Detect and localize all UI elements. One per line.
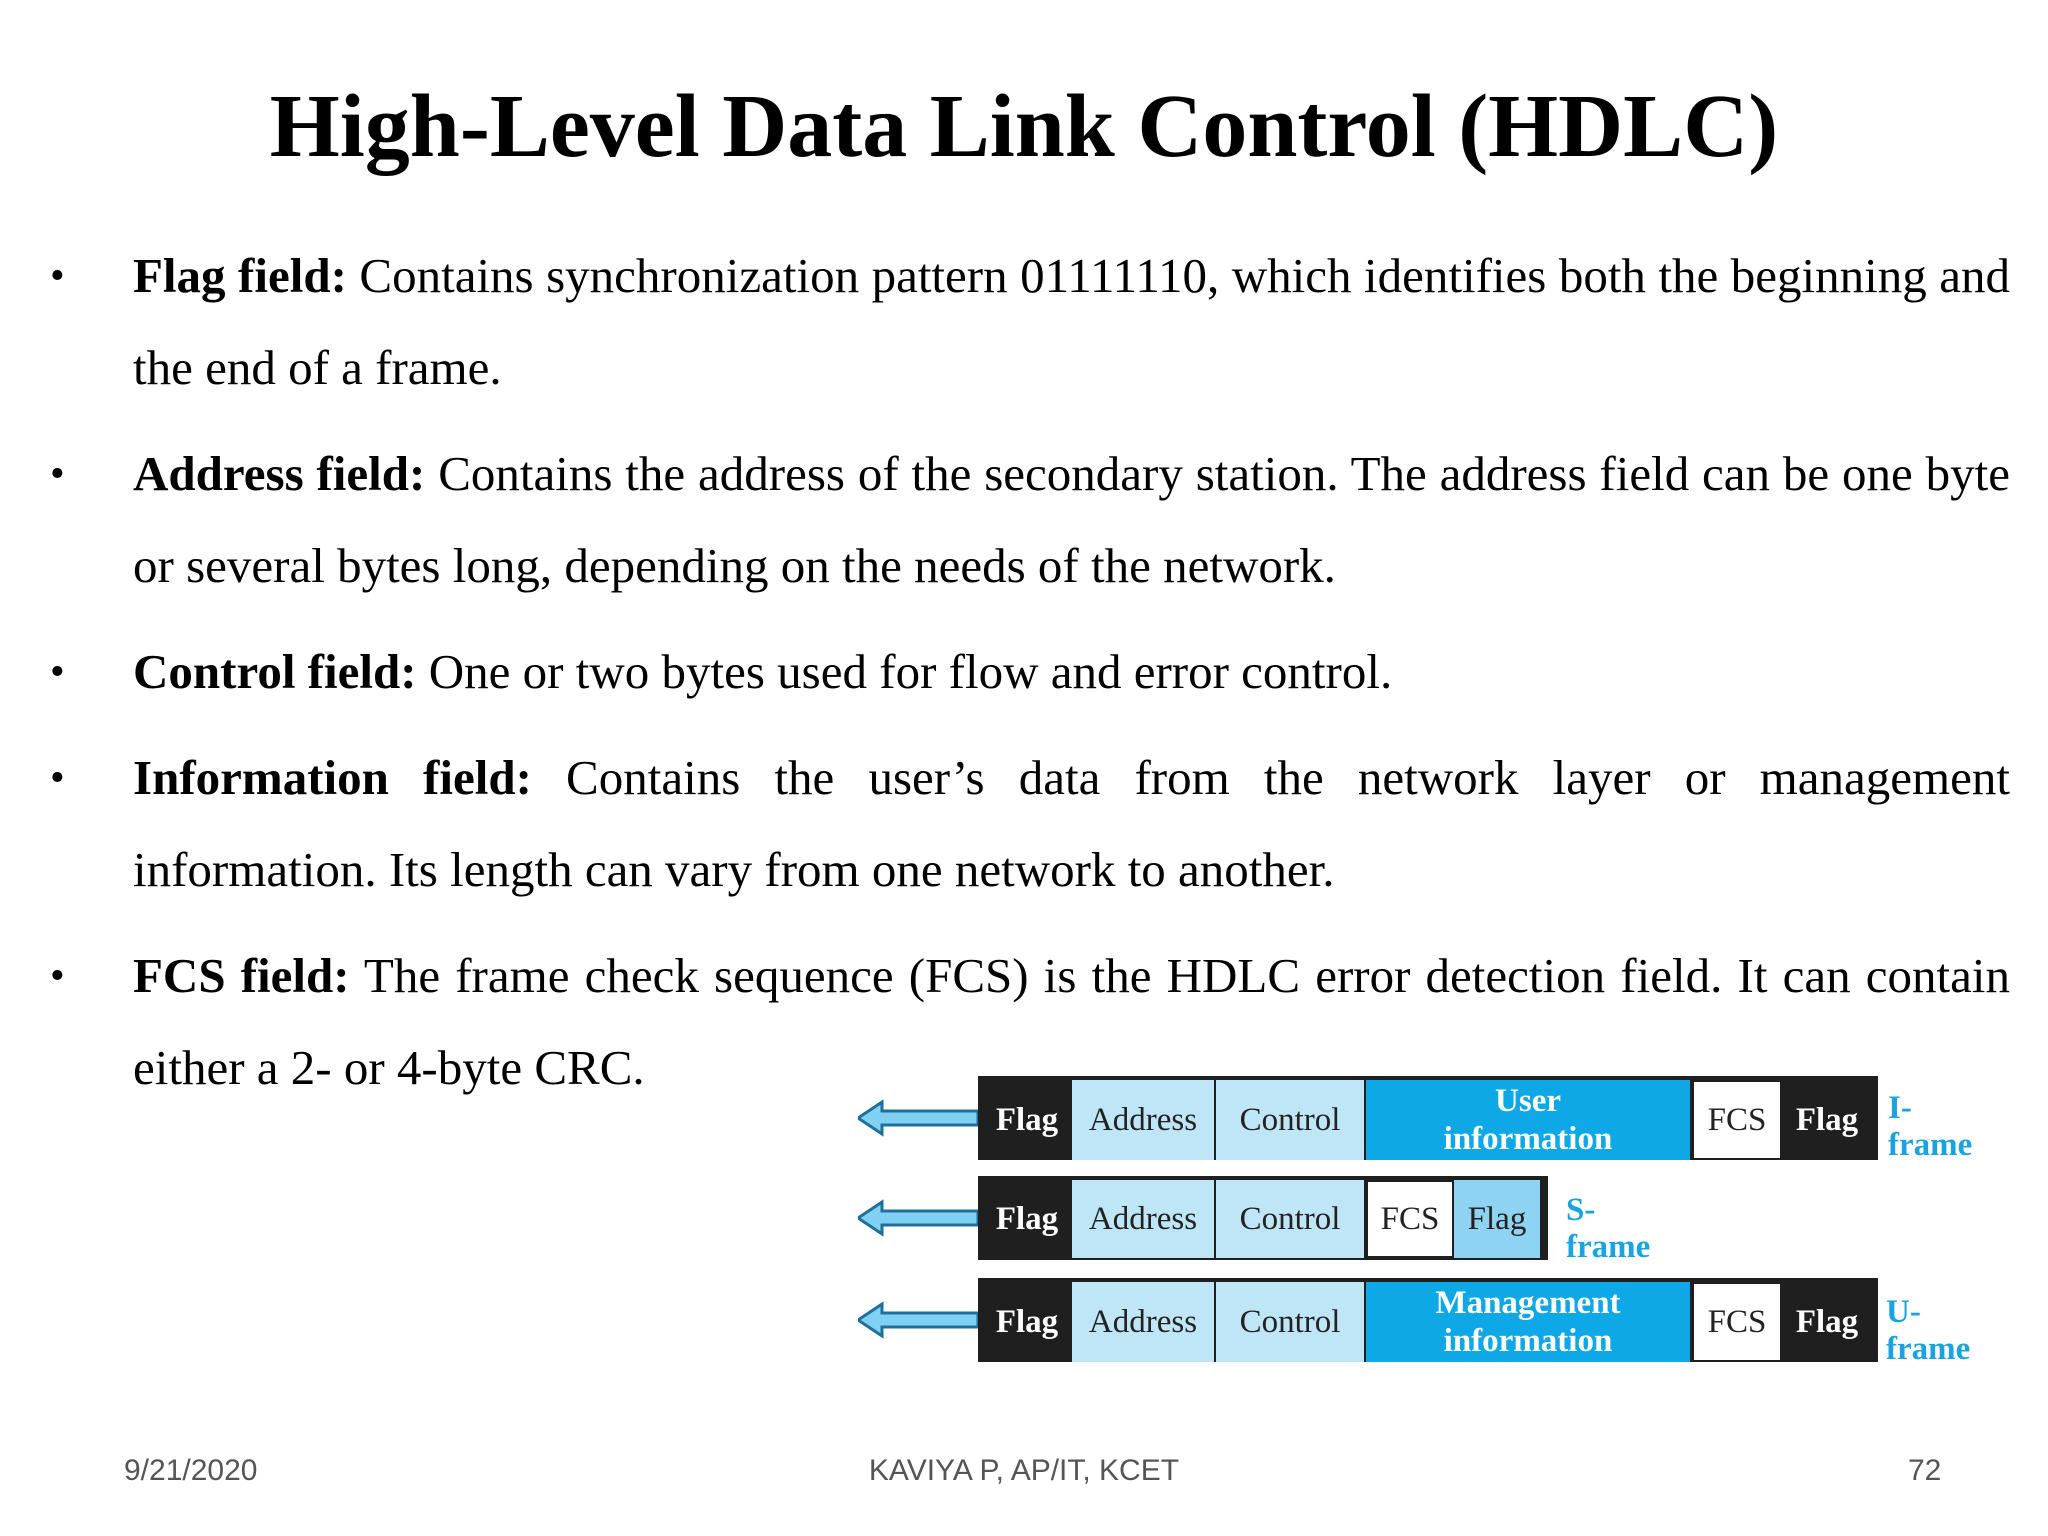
i-frame-user-information: User information [1366, 1080, 1692, 1160]
bullet-marker: • [50, 253, 65, 299]
slide-title: High-Level Data Link Control (HDLC) [269, 77, 1779, 176]
s-frame-flag: Flag [982, 1180, 1072, 1258]
i-frame-label: I-frame [1888, 1090, 1973, 1163]
bullet-marker: • [50, 649, 65, 695]
i-frame-row: Flag Address Control User information FC… [978, 1076, 1878, 1160]
u-frame-row: Flag Address Control Management informat… [978, 1278, 1878, 1362]
s-frame-label: S-frame [1566, 1192, 1651, 1265]
bullet-text: Contains the address of the secondary st… [133, 446, 2010, 593]
bullet-marker: • [50, 953, 65, 999]
bullet-text: The frame check sequence (FCS) is the HD… [133, 948, 2010, 1095]
i-frame-control: Control [1216, 1080, 1366, 1160]
bullet-marker: • [50, 451, 65, 497]
bullet-flag-field: • Flag field: Contains synchronization p… [50, 230, 2010, 414]
bullet-list: • Flag field: Contains synchronization p… [50, 230, 2010, 1128]
bullet-information-field: • Information field: Contains the user’s… [50, 732, 2010, 916]
u-frame-box: Flag Address Control Management informat… [978, 1278, 1878, 1362]
bullet-text: Contains synchronization pattern 0111111… [133, 248, 2010, 395]
bullet-marker: • [50, 755, 65, 801]
s-frame-address: Address [1072, 1180, 1216, 1258]
s-frame-flag-end: Flag [1454, 1180, 1542, 1258]
u-frame-address: Address [1072, 1282, 1216, 1362]
i-frame-info-line2: information [1443, 1121, 1613, 1157]
u-frame-info-line2: information [1443, 1323, 1613, 1359]
i-frame-fcs: FCS [1692, 1080, 1782, 1160]
i-frame-flag-end: Flag [1782, 1080, 1872, 1160]
u-frame-fcs: FCS [1692, 1282, 1782, 1362]
u-frame-management-information: Management information [1366, 1282, 1692, 1362]
s-frame-fcs: FCS [1366, 1180, 1454, 1258]
footer-date: 9/21/2020 [124, 1454, 258, 1487]
i-frame-flag: Flag [982, 1080, 1072, 1160]
s-frame-row: Flag Address Control FCS Flag [978, 1176, 1548, 1260]
bullet-control-field: • Control field: One or two bytes used f… [50, 626, 2010, 718]
s-frame-control: Control [1216, 1180, 1366, 1258]
bullet-fcs-field: • FCS field: The frame check sequence (F… [50, 930, 2010, 1114]
footer-page-number: 72 [1908, 1454, 1942, 1487]
i-frame-address: Address [1072, 1080, 1216, 1160]
u-frame-info-line1: Management [1435, 1285, 1621, 1321]
bullet-term: Flag field: [133, 248, 347, 303]
bullet-text: One or two bytes used for flow and error… [416, 644, 1393, 699]
u-frame-label: U-frame [1886, 1294, 1971, 1367]
left-arrow-icon [858, 1199, 978, 1237]
i-frame-info-line1: User [1495, 1083, 1561, 1119]
u-frame-control: Control [1216, 1282, 1366, 1362]
left-arrow-icon [858, 1301, 978, 1339]
u-frame-flag-end: Flag [1782, 1282, 1872, 1362]
bullet-term: Address field: [133, 446, 426, 501]
bullet-term: FCS field: [133, 948, 350, 1003]
left-arrow-icon [858, 1099, 978, 1137]
bullet-term: Information field: [133, 750, 532, 805]
bullet-text: Contains the user’s data from the networ… [133, 750, 2010, 897]
footer-author: KAVIYA P, AP/IT, KCET [868, 1454, 1180, 1487]
i-frame-box: Flag Address Control User information FC… [978, 1076, 1878, 1160]
bullet-term: Control field: [133, 644, 417, 699]
bullet-address-field: • Address field: Contains the address of… [50, 428, 2010, 612]
u-frame-flag: Flag [982, 1282, 1072, 1362]
s-frame-box: Flag Address Control FCS Flag [978, 1176, 1548, 1260]
